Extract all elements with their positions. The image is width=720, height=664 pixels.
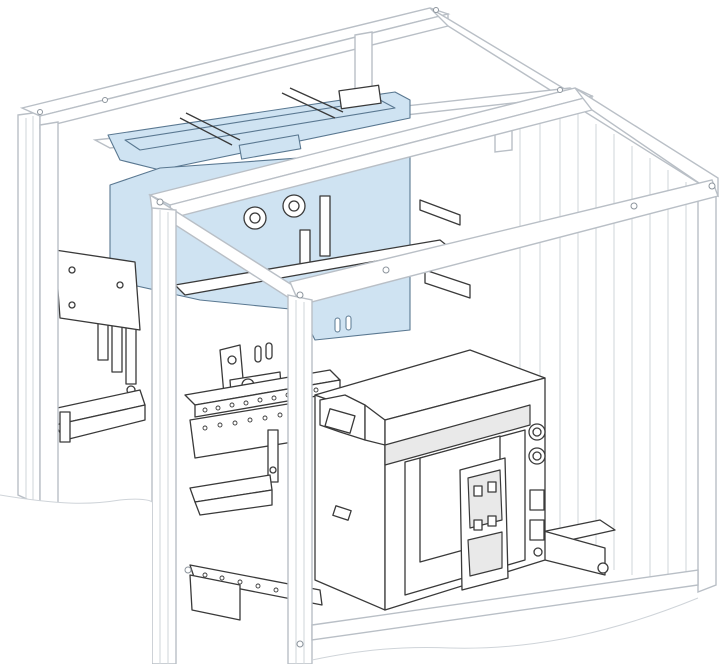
circuit-breaker [314,349,616,611]
side-bracket [54,249,141,331]
left-post [17,111,41,507]
rail-brackets [47,389,323,621]
right-post [697,178,717,594]
front-middle-post [287,294,313,664]
cutaway-edge [0,494,153,504]
terminal-connector [282,194,306,218]
terminal-connector [243,206,267,230]
front-left-post [151,207,177,664]
indicator-knob [528,423,546,441]
indicator-knob [528,447,546,465]
bottom-front-rail [311,569,699,641]
